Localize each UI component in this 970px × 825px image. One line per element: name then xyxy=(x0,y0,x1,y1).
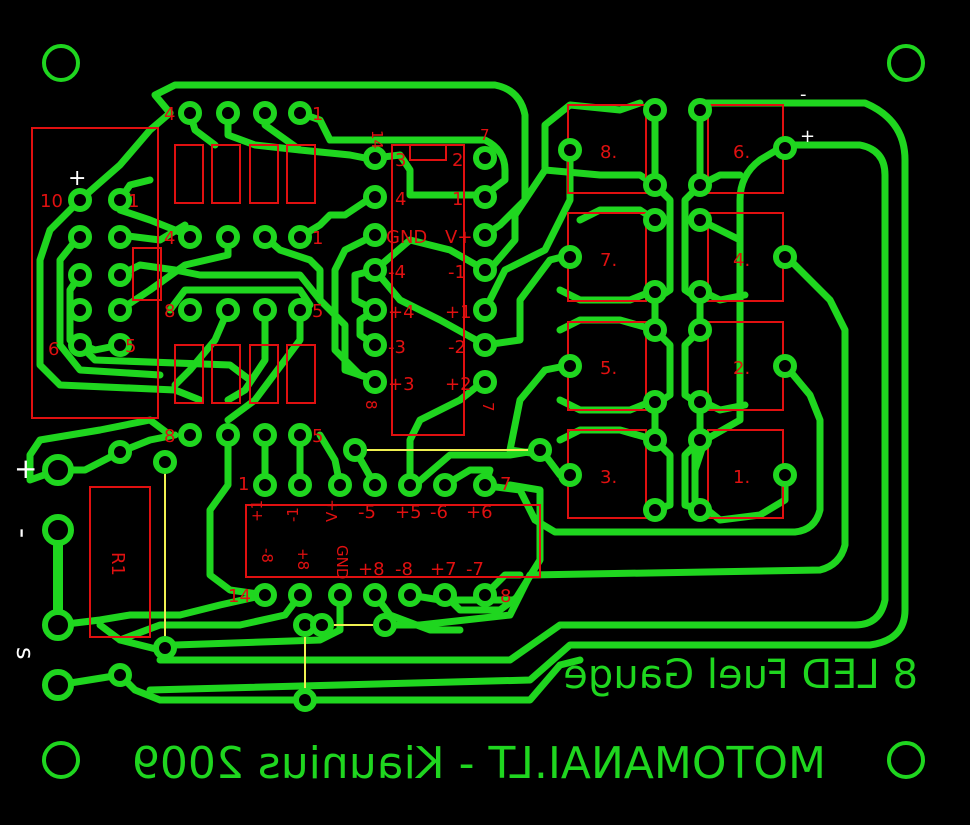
connector-signal-pad xyxy=(42,669,74,701)
copper-traces xyxy=(26,81,909,704)
led-label-7: 7. xyxy=(600,250,617,271)
ic-right-label-7: -1 xyxy=(448,262,466,283)
led-label-4: 4. xyxy=(733,250,750,271)
mid-array-pin-8: 8 xyxy=(164,301,175,322)
ic-right-notch xyxy=(409,145,447,161)
pot-inner xyxy=(132,247,162,301)
ic-right-pin-14: 14 xyxy=(368,130,386,149)
ic-right-label-2: 4 xyxy=(395,189,406,210)
ic-bottom-bot-label-6: +7 xyxy=(430,559,457,580)
mid-array-pin-5: 5 xyxy=(312,301,323,322)
ic-bottom-top-label-0: 1 xyxy=(238,474,249,495)
ic-bottom-top-label-2: -1 xyxy=(284,507,302,522)
pot-plus-label: + xyxy=(68,166,86,191)
ic-right-pin-8: 8 xyxy=(362,400,380,410)
led-label-6: 6. xyxy=(733,142,750,163)
led-label-8: 8. xyxy=(600,142,617,163)
ic-right-label-12: +3 xyxy=(388,374,415,395)
pot-pin-1-label: 1 xyxy=(128,191,139,212)
board-credit: MOTOMANAI.LT - Kiaunius 2009 xyxy=(132,738,826,789)
pot-pin-5-label: 5 xyxy=(125,336,136,357)
ic-bottom-bot-label-5: -8 xyxy=(395,559,413,580)
ic-bottom-top-label-4: -5 xyxy=(358,502,376,523)
top-array-pin-1b: 1 xyxy=(312,228,323,249)
ic-bottom-bottom-labels: 14 -8 +8 GND +8 -8 +7 -7 8 xyxy=(228,545,511,607)
r1-outline xyxy=(89,486,151,638)
ic-right-label-5: V+ xyxy=(445,227,472,248)
board-title: 8 LED Fuel Gauge xyxy=(563,652,918,698)
pot-pin-6-label: 6 xyxy=(48,339,59,360)
connector-link-pad xyxy=(42,609,74,641)
ic-bottom-bot-label-0: 14 xyxy=(228,586,251,607)
led-label-3: 3. xyxy=(600,467,617,488)
mid-array-pin-8b: 8 xyxy=(164,426,175,447)
top-array-pin-4: 4 xyxy=(164,104,175,125)
led-label-1: 1. xyxy=(733,467,750,488)
connector-signal-label: s xyxy=(11,647,39,660)
ic-bottom-bot-label-8: 8 xyxy=(500,586,511,607)
ic-right-label-0: 3 xyxy=(395,150,406,171)
ic-bottom-bot-label-7: -7 xyxy=(466,559,484,580)
ic-right-pin-7-top: 7 xyxy=(480,126,490,144)
ic-bottom-top-label-7: +6 xyxy=(466,502,493,523)
ic-bottom-bot-label-2: +8 xyxy=(294,548,312,570)
ic-bottom-outline xyxy=(245,504,541,578)
led-label-5: 5. xyxy=(600,358,617,379)
ic-bottom-bot-label-4: +8 xyxy=(358,559,385,580)
ic-right-label-8: +4 xyxy=(388,302,415,323)
ic-bottom-top-label-6: -6 xyxy=(430,502,448,523)
mid-array-pin-5b: 5 xyxy=(312,426,323,447)
connector-minus-label: - xyxy=(7,528,40,538)
led-minus-label: - xyxy=(800,84,807,105)
ic-right-label-11: -2 xyxy=(448,337,466,358)
pads xyxy=(42,98,797,712)
pot-outline xyxy=(31,127,159,419)
ic-right-label-1: 2 xyxy=(452,150,463,171)
mounting-hole-top-right xyxy=(887,44,925,82)
ic-right-label-6: -4 xyxy=(388,262,406,283)
ic-bottom-bot-label-3: GND xyxy=(333,545,351,579)
top-array-pin-4b: 4 xyxy=(164,228,175,249)
connector-minus-pad xyxy=(42,514,74,546)
mounting-hole-bottom-left xyxy=(42,741,80,779)
connector-plus-pad xyxy=(42,454,74,486)
led-plus-label: + xyxy=(800,126,815,147)
ic-right-label-9: +1 xyxy=(445,302,472,323)
pot-pin-10-label: 10 xyxy=(40,191,63,212)
ic-bottom-top-label-3: V+ xyxy=(323,499,341,522)
ic-right-label-10: -3 xyxy=(388,337,406,358)
ic-bottom-top-label-1: +1 xyxy=(248,500,266,522)
ic-bottom-bot-label-1: -8 xyxy=(258,548,276,563)
ic-bottom-top-label-8: 7 xyxy=(500,474,511,495)
ic-bottom-top-labels: 1 +1 -1 V+ -5 +5 -6 +6 7 xyxy=(238,474,511,523)
led-label-2: 2. xyxy=(733,358,750,379)
ic-bottom-top-label-5: +5 xyxy=(395,502,422,523)
ic-right-label-13: +2 xyxy=(445,374,472,395)
ic-right-outline xyxy=(391,144,465,436)
mounting-hole-bottom-right xyxy=(887,741,925,779)
ic-right-label-3: 1 xyxy=(452,189,463,210)
top-array-pin-1: 1 xyxy=(312,104,323,125)
mounting-hole-top-left xyxy=(42,44,80,82)
ic-right-label-4: GND xyxy=(386,227,427,248)
r1-label: R1 xyxy=(107,552,128,576)
ic-right-pin-7: 7 xyxy=(479,402,497,412)
connector-plus-label: + xyxy=(14,452,37,485)
